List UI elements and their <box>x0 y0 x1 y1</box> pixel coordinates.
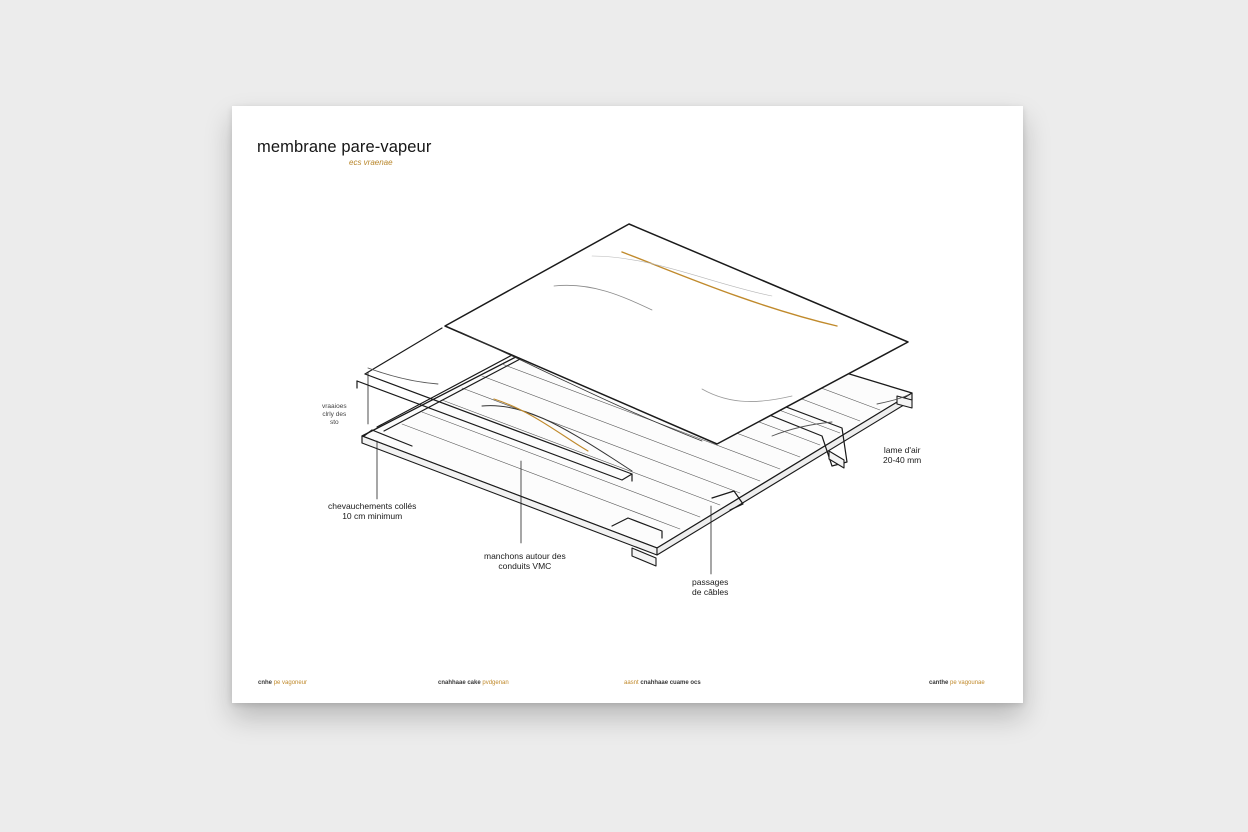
footer-item-2: cnahhaae cake pvdgenan <box>438 680 509 686</box>
drawing-sheet: membrane pare-vapeur ecs vraenae <box>232 106 1023 703</box>
membrane-overlap <box>367 367 909 472</box>
leader-lines <box>367 371 712 575</box>
footer-item-1: cnhe pe vagoneur <box>258 680 308 686</box>
callout-cables: passages de câbles <box>692 577 729 597</box>
frame-rails <box>356 327 848 539</box>
isometric-diagram <box>356 223 913 575</box>
footer-item-3: aasnt cnahhaae cuame ocs <box>624 680 701 686</box>
footer-item-4: canthe pe vagounae <box>929 680 985 686</box>
callout-overlaps: chevauchements collés 10 cm minimum <box>328 501 417 521</box>
page-title: membrane pare-vapeur <box>257 138 432 156</box>
page-subtitle: ecs vraenae <box>349 158 393 167</box>
callout-air-gap: lame d'air 20-40 mm <box>883 445 922 465</box>
callout-sleeves: manchons autour des conduits VMC <box>484 551 566 571</box>
end-boards <box>631 395 913 567</box>
callout-left-small: vraaioes clrly des sto <box>322 403 347 426</box>
membrane-sheet <box>444 223 909 445</box>
